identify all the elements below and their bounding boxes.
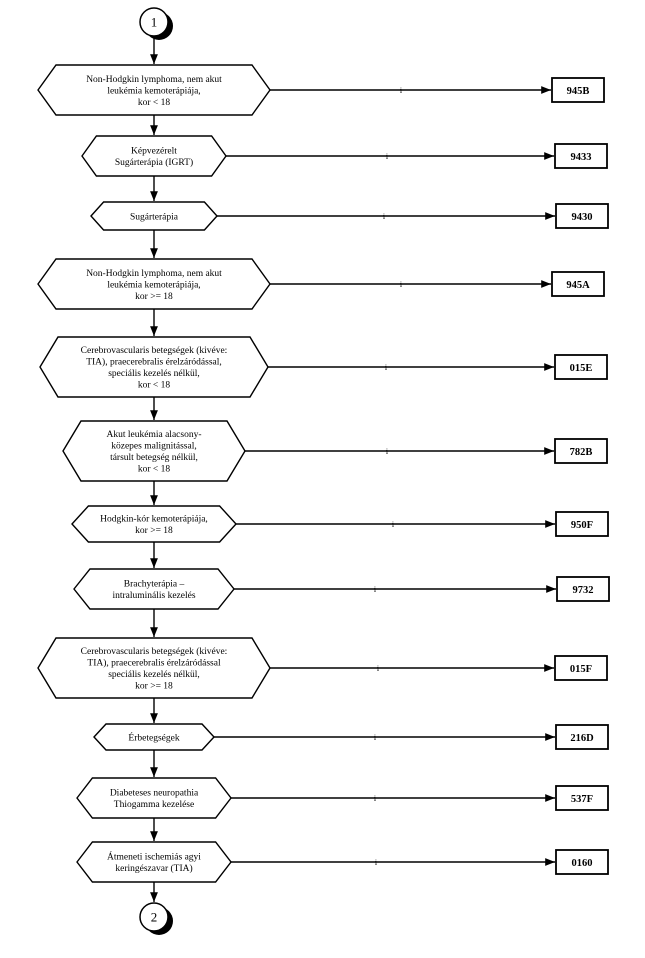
code-label: 9732 [573, 585, 594, 596]
decision-label-line: Sugárterápia (IGRT) [115, 157, 193, 168]
decision-label-line: Sugárterápia [130, 212, 179, 222]
decision-label-line: TIA), praecerebralis érelzáródással [87, 658, 221, 669]
code-box [555, 511, 609, 537]
code-box [555, 849, 609, 875]
branch-label: i [400, 280, 403, 289]
branch-label: i [386, 447, 389, 456]
decision-row: Érbetegségek i 216D [93, 723, 609, 751]
decision-row: Brachyterápia –intraluminális kezelés i 97… [73, 568, 610, 610]
decision-label-line: Képvezérelt [131, 147, 177, 157]
decision-label-line: kor < 18 [138, 465, 171, 475]
end-connector: 2 [139, 902, 173, 935]
decision-label-line: intraluminális kezelés [112, 591, 195, 601]
code-box [551, 77, 605, 103]
decision-label-line: leukémia kemoterápiája, [107, 86, 200, 96]
decision-label-line: kor < 18 [138, 98, 171, 108]
start-connector-label: 1 [151, 15, 158, 30]
branch-label: i [377, 664, 380, 673]
decision-label-line: keringészavar (TIA) [115, 863, 192, 874]
code-label: 9433 [571, 152, 592, 163]
code-label: 537F [571, 794, 593, 805]
decision-label-line: kor >= 18 [135, 292, 173, 302]
code-box [555, 785, 609, 811]
decision-label-line: Non-Hodgkin lymphoma, nem akut [86, 75, 222, 85]
decision-row: Cerebrovascularis betegségek (kivéve:TIA… [39, 336, 608, 398]
decision-label-line: Átmeneti ischemiás agyi [107, 851, 201, 863]
decision-label-line: Akut leukémia alacsony- [107, 430, 202, 440]
decision-label-line: speciális kezelés nélkül, [108, 670, 200, 680]
decision-label-line: TIA), praecerebralis érelzáródással, [86, 357, 222, 368]
code-label: 945B [567, 86, 590, 97]
code-label: 216D [570, 733, 594, 744]
code-label: 945A [566, 280, 590, 291]
decision-label-line: speciális kezelés nélkül, [108, 369, 200, 379]
code-label: 015E [570, 363, 593, 374]
branch-label: i [385, 363, 388, 372]
decision-label-line: Cerebrovascularis betegségek (kivéve: [81, 345, 228, 356]
code-box [554, 655, 608, 681]
decision-label-line: közepes malignitással, [111, 442, 196, 452]
decision-label-line: Cerebrovascularis betegségek (kivéve: [81, 646, 228, 657]
code-box [555, 724, 609, 750]
code-label: 015F [570, 664, 592, 675]
decision-row: Hodgkin-kór kemoterápiája,kor >= 18 i 950F [71, 505, 609, 543]
decision-row: Cerebrovascularis betegségek (kivéve:TIA… [37, 637, 608, 699]
decision-label-line: Diabeteses neuropathia [110, 789, 199, 799]
code-box [551, 271, 605, 297]
code-label: 950F [571, 520, 593, 531]
branch-label: i [392, 520, 395, 529]
branch-label: i [374, 794, 377, 803]
decision-row: Akut leukémia alacsony-közepes malignitá… [62, 420, 608, 482]
branch-label: i [383, 212, 386, 221]
decision-label-line: Thiogamma kezelése [114, 800, 194, 810]
branch-label: i [400, 86, 403, 95]
code-label: 9430 [572, 212, 593, 223]
decision-label-line: Non-Hodgkin lymphoma, nem akut [86, 269, 222, 279]
branch-label: i [375, 858, 378, 867]
code-box [554, 143, 608, 169]
code-box [554, 438, 608, 464]
code-label: 782B [570, 447, 593, 458]
code-label: 0160 [572, 858, 593, 869]
branch-label: i [374, 733, 377, 742]
decision-label-line: Érbetegségek [128, 731, 179, 743]
decision-label-line: Brachyterápia – [124, 580, 185, 590]
branch-label: i [386, 152, 389, 161]
decision-label-line: Hodgkin-kór kemoterápiája, [100, 515, 208, 525]
decision-label-line: kor >= 18 [135, 682, 173, 692]
decision-label-line: kor >= 18 [135, 526, 173, 536]
decision-label-line: kor < 18 [138, 381, 171, 391]
code-box [556, 576, 610, 602]
decision-row: Sugárterápia i 9430 [90, 201, 609, 231]
code-box [554, 354, 608, 380]
decision-label-line: leukémia kemoterápiája, [107, 280, 200, 290]
end-connector-label: 2 [151, 910, 158, 925]
code-box [555, 203, 609, 229]
start-connector: 1 [139, 7, 173, 40]
decision-label-line: társult betegség nélkül, [110, 453, 198, 463]
branch-label: i [374, 585, 377, 594]
